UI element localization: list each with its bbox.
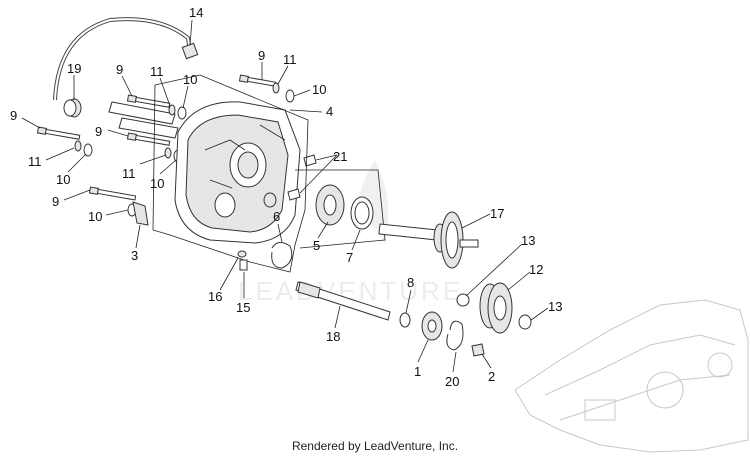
washer-13a [456, 293, 470, 307]
seal-7 [350, 196, 374, 230]
gear-12 [479, 282, 513, 334]
callout-6: 6 [273, 209, 280, 224]
callout-10: 10 [312, 82, 326, 97]
callout-13: 13 [548, 299, 562, 314]
callout-9: 9 [10, 108, 17, 123]
sleeves [108, 101, 179, 139]
callout-11: 11 [283, 52, 297, 67]
callout-13: 13 [521, 233, 535, 248]
circlip-6 [271, 242, 293, 269]
callout-labels: 14 19 9 11 10 9 11 10 4 9 11 10 9 11 10 … [10, 5, 562, 389]
washer-13b [518, 314, 532, 330]
bracket-3 [132, 201, 149, 226]
callout-14: 14 [189, 5, 203, 20]
callout-8: 8 [407, 275, 414, 290]
callout-9: 9 [116, 62, 123, 77]
callout-20: 20 [445, 374, 459, 389]
footer-credit: Rendered by LeadVenture, Inc. [291, 439, 459, 453]
callout-16: 16 [208, 289, 222, 304]
gear-shaft-17 [378, 211, 479, 269]
callout-9: 9 [95, 124, 102, 139]
callout-10: 10 [150, 176, 164, 191]
pin-2 [471, 343, 485, 357]
bushing-19 [63, 98, 82, 118]
washer-8 [399, 312, 411, 328]
screw-15-16 [237, 250, 248, 271]
callout-7: 7 [346, 250, 353, 265]
callout-10: 10 [183, 72, 197, 87]
crankcase-ghost-outline [514, 299, 749, 453]
callout-1: 1 [414, 364, 421, 379]
callout-9: 9 [258, 48, 265, 63]
callout-11: 11 [122, 166, 136, 181]
callout-18: 18 [326, 329, 340, 344]
bearing-5 [315, 184, 345, 226]
callout-10: 10 [88, 209, 102, 224]
cable-14 [53, 17, 192, 101]
leader-lines [21, 19, 549, 373]
callout-11: 11 [28, 154, 42, 169]
cover-4 [174, 101, 301, 244]
callout-5: 5 [313, 238, 320, 253]
callout-21: 21 [333, 149, 347, 164]
shaft-18 [295, 281, 391, 321]
callout-4: 4 [326, 104, 333, 119]
bearing-1 [421, 311, 443, 341]
callout-17: 17 [490, 206, 504, 221]
callout-12: 12 [529, 262, 543, 277]
assembly-frame [152, 74, 309, 273]
circlip-20 [446, 320, 464, 351]
callout-10: 10 [56, 172, 70, 187]
callout-9: 9 [52, 194, 59, 209]
callout-15: 15 [236, 300, 250, 315]
callout-3: 3 [131, 248, 138, 263]
callout-19: 19 [67, 61, 81, 76]
callout-2: 2 [488, 369, 495, 384]
callout-11: 11 [150, 64, 164, 79]
